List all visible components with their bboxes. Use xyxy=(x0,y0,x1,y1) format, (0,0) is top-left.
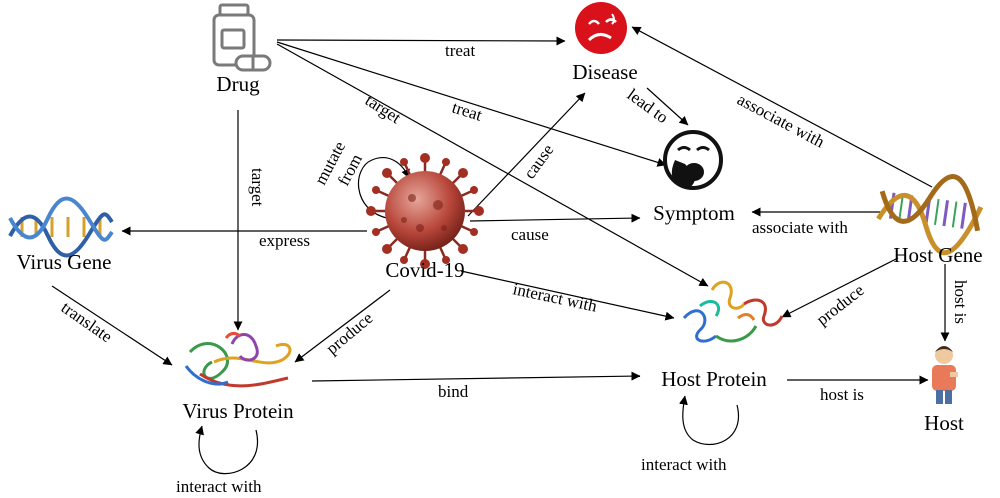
label-host-protein-self: interact with xyxy=(641,455,727,474)
node-covid: Covid-19 xyxy=(385,258,464,282)
edge-host-gene-disease xyxy=(631,26,933,188)
label-covid-disease: cause xyxy=(520,141,558,183)
dna-helix-icon xyxy=(876,174,984,256)
yawning-face-icon xyxy=(663,130,723,190)
label-covid-virus-gene: express xyxy=(259,231,310,250)
label-host-gene-symptom: associate with xyxy=(752,218,848,237)
edge-virus-host-bind xyxy=(311,371,641,382)
label-host-gene-host: host is xyxy=(951,280,970,324)
pill-bottle-icon xyxy=(212,3,272,72)
edge-host-gene-protein xyxy=(781,257,899,318)
edge-covid-disease xyxy=(467,92,586,217)
label-drug-disease: treat xyxy=(445,41,475,60)
label-disease-symptom: lead to xyxy=(624,85,672,127)
label-host-protein-host: host is xyxy=(820,385,864,404)
edge-virus-protein-self xyxy=(195,425,259,475)
label-drug-virus-protein: target xyxy=(248,168,267,207)
person-icon xyxy=(932,346,958,404)
label-virus-protein-self: interact with xyxy=(176,477,262,496)
node-drug: Drug xyxy=(216,72,260,96)
sad-face-icon xyxy=(575,2,627,54)
edge-disease-symptom xyxy=(646,87,689,126)
node-virus-gene: Virus Gene xyxy=(17,250,112,274)
label-covid-virus-protein: produce xyxy=(322,308,376,358)
edge-drug-host-protein xyxy=(276,43,709,287)
node-host-gene: Host Gene xyxy=(893,243,982,267)
dna-helix-icon xyxy=(8,196,114,258)
label-virus-host-bind: bind xyxy=(438,382,469,401)
coronavirus-icon xyxy=(366,153,484,269)
node-virus-protein: Virus Protein xyxy=(182,399,294,423)
edge-drug-disease xyxy=(276,36,566,46)
node-host: Host xyxy=(924,411,964,435)
label-covid-symptom: cause xyxy=(511,225,549,244)
protein-ribbon-icon xyxy=(184,331,292,388)
protein-ribbon-icon xyxy=(682,280,784,343)
edge-drug-symptom xyxy=(276,41,667,167)
edge-host-protein-self xyxy=(679,395,740,445)
label-covid-host-protein: interact with xyxy=(511,279,599,315)
label-host-gene-disease: associate with xyxy=(734,90,828,152)
edge-covid-mutate xyxy=(357,157,410,219)
label-drug-host-protein: target xyxy=(362,90,405,127)
edge-covid-host-protein xyxy=(460,270,675,321)
edge-covid-virus-protein xyxy=(294,289,391,363)
node-disease: Disease xyxy=(572,60,637,84)
edge-covid-symptom xyxy=(469,213,641,223)
label-drug-symptom: treat xyxy=(450,98,485,125)
edge-virus-gene-protein xyxy=(51,285,173,366)
node-host-protein: Host Protein xyxy=(661,367,767,391)
node-symptom: Symptom xyxy=(653,201,735,225)
